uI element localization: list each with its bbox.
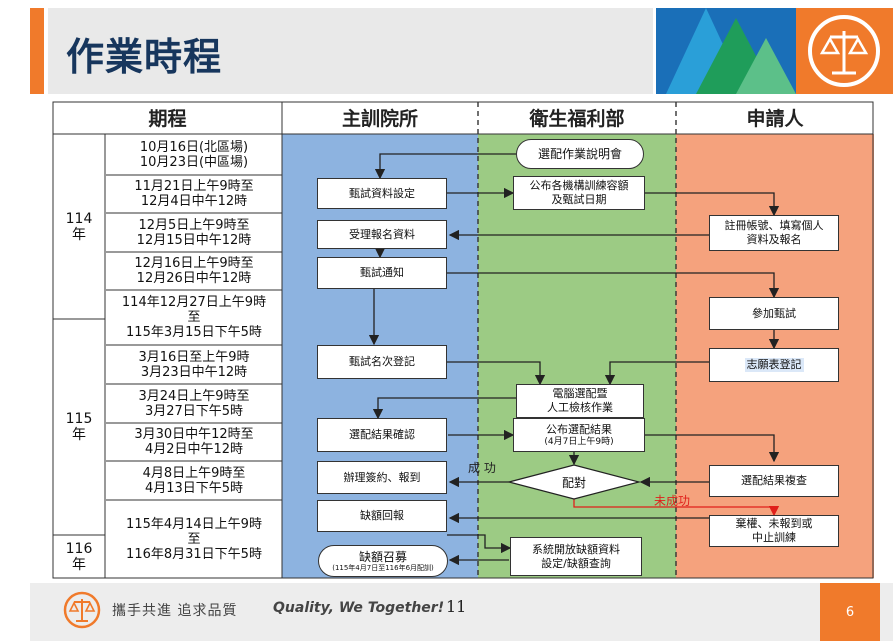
header-period: 期程 <box>148 107 187 130</box>
publish-result-note: (4月7日上午9時) <box>544 436 614 447</box>
header-applicant: 申請人 <box>746 107 804 130</box>
confirm-result-box: 選配結果確認 <box>317 418 447 452</box>
success-label: 成 功 <box>468 461 496 475</box>
vacancy-report-box: 缺額回報 <box>317 500 447 532</box>
footer-logo-icon <box>63 591 101 629</box>
header-mohw: 衛生福利部 <box>529 107 625 130</box>
exam-setup-box: 甄試資料設定 <box>317 178 447 209</box>
info-session-box: 選配作業說明會 <box>516 139 644 169</box>
sign-contract-box: 辦理簽約、報到 <box>317 461 447 494</box>
year-114: 114 年 <box>65 210 93 243</box>
header-graphic <box>656 8 893 94</box>
computer-match-box: 電腦選配暨 人工檢核作業 <box>516 384 644 418</box>
fail-label: 未成功 <box>654 494 691 508</box>
match-label: 配對 <box>561 475 586 490</box>
rank-register-box: 甄試名次登記 <box>317 345 447 379</box>
publish-quota-box: 公布各機構訓練容額 及甄試日期 <box>513 176 645 210</box>
slide-title: 作業時程 <box>66 35 223 79</box>
page-number-badge: 6 <box>820 583 880 641</box>
attend-exam-box: 參加甄試 <box>709 297 839 330</box>
open-vacancy-box: 系統開放缺額資料 設定/缺額查詢 <box>510 537 642 576</box>
recruit-box: 缺額召募 (115年4月7日至116年6月配訓) <box>318 545 448 577</box>
abandon-box: 棄權、未報到或 中止訓練 <box>709 515 839 547</box>
footer-bar <box>30 583 893 641</box>
recruit-label: 缺額召募 <box>358 549 407 564</box>
page-number: 6 <box>845 604 855 620</box>
header-hospital: 主訓院所 <box>341 107 418 130</box>
period-cell: 115年4月14日上午9時 至 116年8月31日下午5時 <box>126 516 262 562</box>
period-cell: 12月16日上午9時至 12月26日中午12時 <box>134 256 254 286</box>
year-115: 115 年 <box>65 411 93 443</box>
publish-result-label: 公布選配結果 <box>546 422 612 436</box>
period-cell: 3月30日中午12時至 4月2日中午12時 <box>134 427 254 457</box>
register-box: 註冊帳號、填寫個人 資料及報名 <box>709 215 839 251</box>
period-cell: 11月21日上午9時至 12月4日中午12時 <box>134 179 254 209</box>
logo-icon <box>808 15 880 87</box>
period-cell: 4月8日上午9時至 4月13日下午5時 <box>142 465 246 496</box>
footer-tagline: Quality, We Together! <box>273 600 445 616</box>
title-background <box>48 8 653 94</box>
accept-applications-box: 受理報名資料 <box>317 220 447 249</box>
review-result-box: 選配結果複查 <box>709 465 839 497</box>
exam-notice-box: 甄試通知 <box>317 257 447 289</box>
period-cell: 114年12月27日上午9時 至 115年3月15日下午5時 <box>121 295 267 340</box>
publish-result-box: 公布選配結果 (4月7日上午9時) <box>513 418 645 452</box>
center-page-number: 11 <box>446 597 467 616</box>
period-cell: 3月16日至上午9時 3月23日中午12時 <box>138 349 250 380</box>
period-cell: 3月24日上午9時至 3月27日下午5時 <box>138 388 250 419</box>
wish-register-box: 志願表登記 <box>709 348 839 382</box>
period-cell: 10月16日(北區場) 10月23日(中區場) <box>139 139 249 170</box>
period-cell: 12月5日上午9時至 12月15日中午12時 <box>136 217 252 248</box>
footer-slogan: 攜手共進 追求品質 <box>112 603 238 619</box>
accent-bar <box>30 8 44 94</box>
year-116: 116 年 <box>65 540 93 573</box>
recruit-note: (115年4月7日至116年6月配訓) <box>332 563 434 572</box>
match-diamond <box>506 464 642 500</box>
wish-register-label: 志願表登記 <box>744 358 804 372</box>
